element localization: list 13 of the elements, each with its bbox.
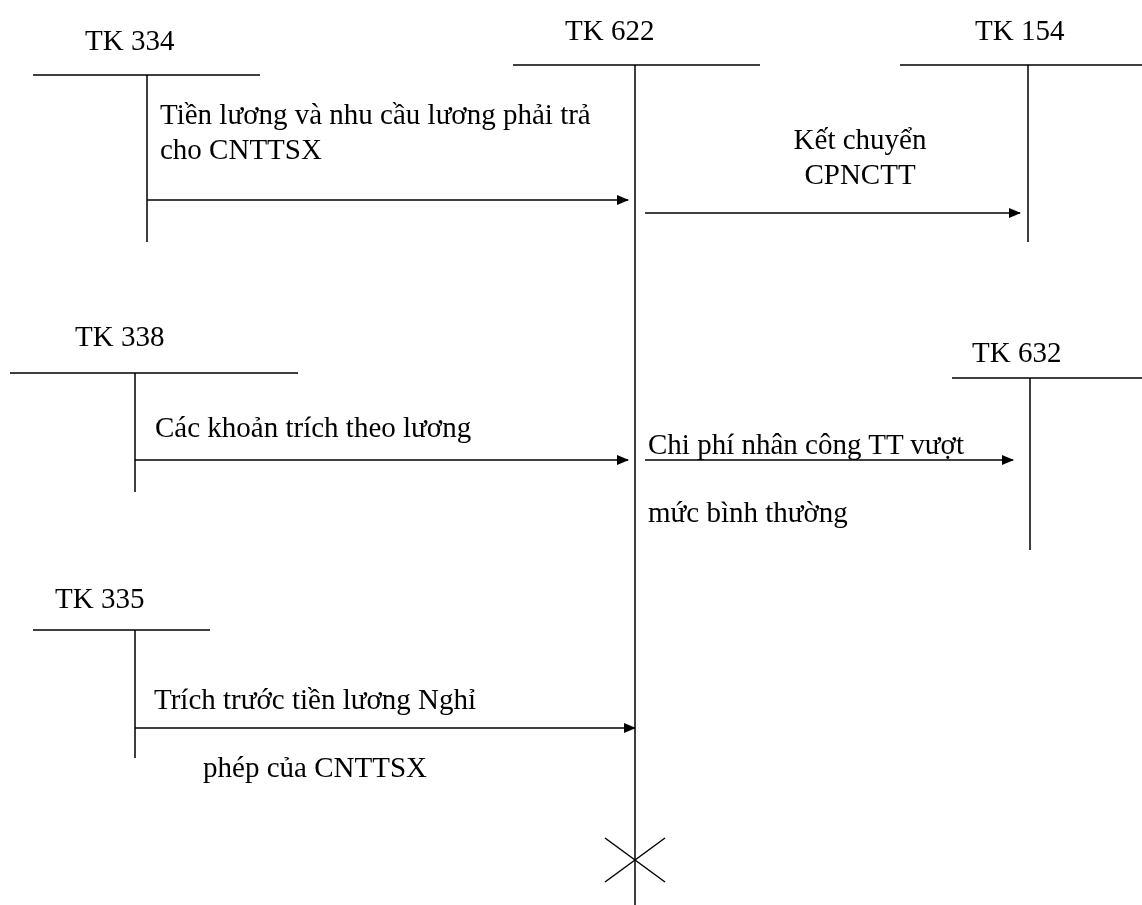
account-title: TK 154 bbox=[975, 16, 1065, 45]
account-title: TK 338 bbox=[75, 322, 165, 351]
account-title: TK 622 bbox=[565, 16, 655, 45]
arrow bbox=[644, 455, 1014, 465]
arrow bbox=[134, 455, 629, 465]
account-title: TK 334 bbox=[85, 26, 175, 55]
arrow bbox=[146, 195, 629, 205]
arrow bbox=[644, 208, 1021, 218]
edge-label: Trích trước tiền lương Nghỉ phép của CNTTSX bbox=[153, 682, 477, 786]
account-title: TK 632 bbox=[972, 338, 1062, 367]
edge-label: Chi phí nhân công TT vượt mức bình thường bbox=[648, 427, 965, 531]
account-title: TK 335 bbox=[55, 584, 145, 613]
arrow bbox=[134, 723, 636, 733]
